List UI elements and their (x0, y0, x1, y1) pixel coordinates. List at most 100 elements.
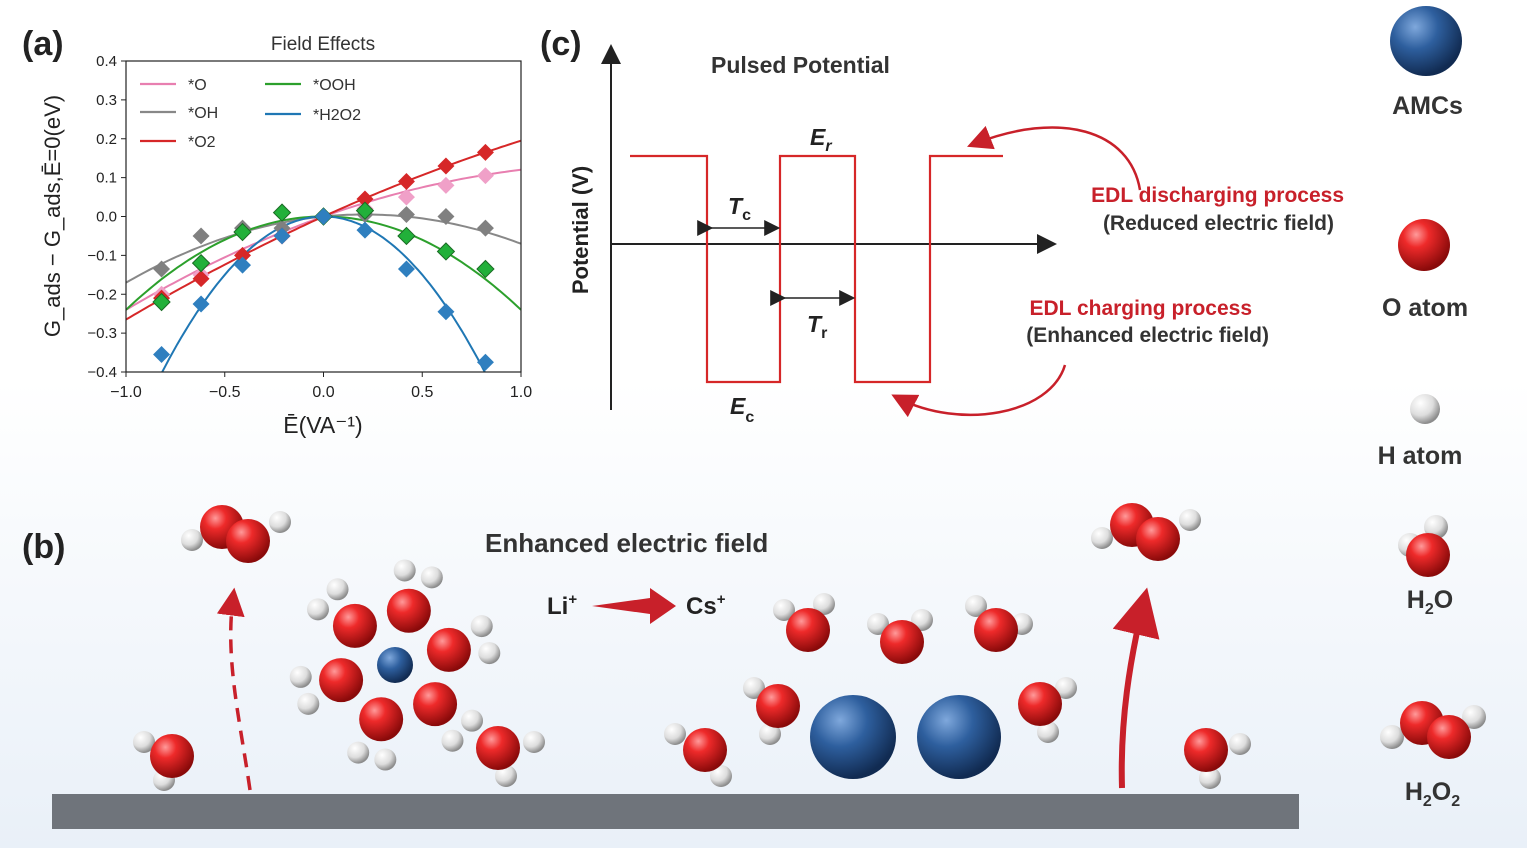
y-tick-label: −0.4 (87, 364, 117, 381)
legend-label: *H2O2 (313, 107, 361, 124)
fit-curves (126, 139, 521, 372)
oxygen-atom (226, 519, 270, 563)
y-ticks: 0.40.30.20.10.0−0.1−0.2−0.3−0.4 (87, 53, 126, 381)
tr-label: Tr (807, 311, 827, 342)
data-point-OOH (355, 201, 375, 220)
species-legend-icons (1380, 6, 1486, 759)
hydrogen-atom (297, 692, 320, 715)
hydrogen-atom (420, 566, 443, 589)
oxygen-atom (1136, 517, 1180, 561)
y-tick-label: −0.1 (87, 247, 117, 264)
h-atom-label: H atom (1377, 442, 1463, 470)
x-tick-label: 0.5 (411, 384, 433, 401)
hydrogen-atom (495, 765, 517, 787)
hydrogen-atom (523, 731, 545, 753)
data-points (152, 143, 495, 371)
y-tick-label: 0.4 (96, 53, 117, 70)
x-tick-label: −0.5 (209, 384, 241, 401)
pulsed-title: Pulsed Potential (711, 52, 890, 78)
data-point-O (437, 176, 455, 194)
data-point-OOH (476, 259, 495, 279)
oxygen-atom (786, 608, 830, 652)
charging-label: EDL charging process (1029, 297, 1252, 320)
amcs-label: AMCs (1392, 92, 1463, 120)
hydrogen-atom (1229, 733, 1251, 755)
hydrogen-atom (289, 665, 312, 688)
data-point-H2O2 (356, 221, 374, 239)
enhanced-field-title: Enhanced electric field (485, 528, 768, 558)
hydrogen-atom (867, 613, 889, 635)
data-point-O2 (397, 173, 415, 190)
y-tick-label: 0.3 (96, 92, 117, 109)
hydrogen-atom (441, 729, 464, 752)
pulsed-potential-diagram: Pulsed Potential Potential (V) Er Ec Tc … (568, 44, 1344, 426)
data-point-O (476, 167, 494, 185)
data-point-OOH (233, 222, 252, 242)
oxygen-atom (359, 697, 404, 742)
tc-label: Tc (728, 193, 751, 224)
charging-sublabel: (Enhanced electric field) (1026, 324, 1269, 347)
data-point-O2 (356, 190, 374, 208)
oxygen-atom (150, 734, 194, 778)
oxygen-atom (413, 682, 458, 727)
x-tick-label: 1.0 (510, 384, 532, 401)
data-point-OOH (152, 292, 171, 312)
fit-line-O2 (126, 139, 521, 321)
data-point-OH (153, 260, 171, 278)
hydrogen-atom (759, 723, 781, 745)
oxygen-atom (426, 627, 471, 672)
discharging-label: EDL discharging process (1091, 184, 1344, 207)
y-tick-label: 0.2 (96, 131, 117, 148)
data-point-O2 (234, 246, 252, 264)
panel-a-letter: (a) (22, 25, 64, 63)
data-point-OOH (191, 253, 211, 273)
li-ion-label: Li+ (547, 591, 577, 620)
data-point-OH (397, 206, 415, 224)
data-point-OH (476, 219, 494, 237)
er-label: Er (810, 124, 832, 155)
hydrogen-atom (347, 741, 370, 764)
legend-label: *OOH (313, 77, 356, 94)
hydrogen-atom (181, 529, 203, 551)
cs-ion-label: Cs+ (686, 591, 726, 620)
data-point-O2 (476, 143, 494, 161)
data-point-H2O2 (437, 303, 455, 321)
oxygen-atom (476, 726, 520, 770)
hydrogen-atom (1091, 527, 1113, 549)
oxygen-atom (386, 588, 431, 633)
x-tick-label: 0.0 (312, 384, 334, 401)
hydrogen-atom (710, 765, 732, 787)
data-point-H2O2 (476, 353, 494, 371)
hydrogen-atom (478, 642, 501, 665)
panel-b-illustration: Enhanced electric field Li+ Cs+ (52, 503, 1299, 829)
panel-c-letter: (c) (540, 25, 582, 63)
data-point-OH (192, 227, 210, 245)
y-tick-label: 0.1 (96, 170, 117, 187)
hydrogen-atom (374, 748, 397, 771)
legend-label: *OH (188, 105, 218, 122)
legend-label: *O2 (188, 134, 216, 151)
hydrogen-atom (393, 559, 416, 582)
o-atom-label: O atom (1381, 294, 1469, 322)
h2o-icon (1398, 515, 1450, 577)
potential-label: Potential (V) (568, 166, 593, 294)
hydrogen-atom (813, 593, 835, 615)
charging-arrow (891, 364, 1067, 418)
y-tick-label: 0.0 (96, 209, 117, 226)
h2o2-icon (1380, 701, 1486, 759)
hydrogen-atom (1055, 677, 1077, 699)
data-point-OOH (397, 226, 416, 246)
oxygen-atom (332, 603, 377, 648)
oxygen-atom (756, 684, 800, 728)
hydrogen-atom (326, 578, 349, 601)
electrode-surface (52, 794, 1299, 829)
hydrogen-atom (773, 599, 795, 621)
h-atom-icon (1410, 394, 1440, 424)
data-point-OOH (272, 203, 292, 222)
oxygen-atom (880, 620, 924, 664)
data-point-H2O2 (153, 346, 171, 363)
h2o2-label: H2O2 (1404, 778, 1461, 810)
data-point-O (397, 188, 415, 206)
